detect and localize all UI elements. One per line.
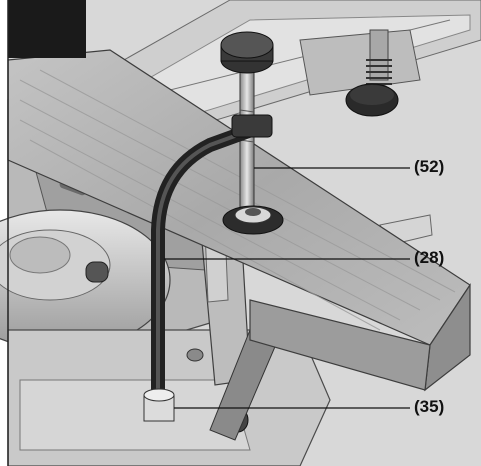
callout-label-28: (28) [414,248,445,267]
callout-leaders [164,167,410,409]
wooden-workpiece [7,49,471,392]
callout-label-52: (52) [414,157,445,176]
fence-knob-icon [85,261,109,283]
base-bolt-icon [186,348,204,362]
clamp-arm [151,114,273,407]
callout-label-35: (35) [414,397,445,416]
clamp-socket [143,388,175,422]
corner-tab [8,0,86,58]
saw-blade [0,209,171,351]
rear-stop-clamp [299,29,421,117]
